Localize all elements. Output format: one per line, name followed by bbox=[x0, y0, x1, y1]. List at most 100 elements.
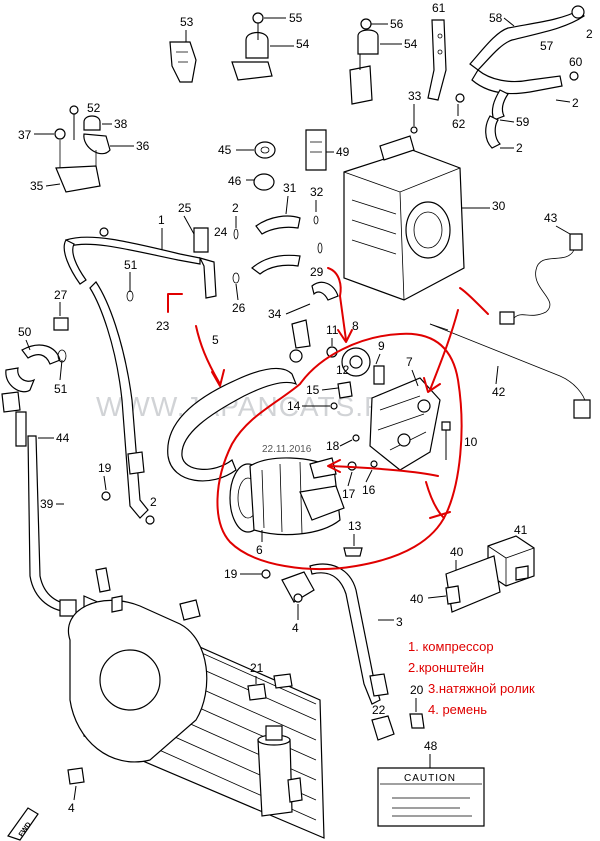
callout-9: 9 bbox=[378, 339, 385, 353]
red-arrow-8 bbox=[327, 267, 353, 343]
callout-55: 55 bbox=[289, 11, 303, 25]
evaporator-case-30 bbox=[343, 135, 465, 301]
callout-49: 49 bbox=[336, 145, 350, 159]
callout-10: 10 bbox=[464, 435, 478, 449]
red-annotation-circle bbox=[216, 332, 463, 570]
grommet-46 bbox=[253, 173, 275, 191]
callout-54a: 54 bbox=[296, 37, 310, 51]
hose-31 bbox=[255, 215, 301, 235]
callout-2c: 2 bbox=[516, 141, 523, 155]
callout-39: 39 bbox=[40, 497, 54, 511]
bracket-35 bbox=[54, 105, 111, 193]
legend-item-1: 1. компрессор bbox=[408, 639, 494, 654]
callout-2a: 2 bbox=[586, 27, 593, 41]
red-arrow-7 bbox=[423, 287, 489, 393]
callout-59: 59 bbox=[516, 115, 530, 129]
callout-18: 18 bbox=[326, 439, 340, 453]
callout-45: 45 bbox=[218, 143, 232, 157]
callout-35: 35 bbox=[30, 179, 44, 193]
bracket-4-compressor bbox=[281, 571, 315, 603]
callout-37: 37 bbox=[18, 128, 32, 142]
grommet-45 bbox=[254, 141, 276, 159]
callout-23: 23 bbox=[156, 319, 170, 333]
red-arrow-5 bbox=[195, 325, 225, 387]
callout-56: 56 bbox=[390, 17, 404, 31]
callout-17: 17 bbox=[342, 487, 356, 501]
pipe-3 bbox=[309, 563, 395, 741]
callout-41: 41 bbox=[514, 523, 528, 537]
callout-11: 11 bbox=[326, 323, 339, 337]
caution-label-48 bbox=[377, 767, 485, 827]
callout-25: 25 bbox=[178, 201, 192, 215]
callout-31: 31 bbox=[283, 181, 297, 195]
callout-2b: 2 bbox=[572, 96, 579, 110]
callout-53: 53 bbox=[180, 15, 194, 29]
pipe-1 bbox=[63, 227, 217, 299]
callout-51b: 51 bbox=[54, 382, 68, 396]
callout-46: 46 bbox=[228, 174, 242, 188]
callout-52: 52 bbox=[87, 101, 101, 115]
legend-item-3: 3.натяжной ролик bbox=[428, 681, 535, 696]
callout-4a: 4 bbox=[292, 621, 299, 635]
callout-54b: 54 bbox=[404, 37, 418, 51]
bracket-53 bbox=[169, 41, 197, 83]
hose-39 bbox=[15, 411, 77, 617]
callout-60: 60 bbox=[569, 55, 583, 69]
legend: 1. компрессор 2.кронштейн 3.натяжной рол… bbox=[408, 636, 535, 720]
callout-29: 29 bbox=[310, 265, 324, 279]
idler-pulley-8 bbox=[341, 347, 371, 377]
callout-40a: 40 bbox=[450, 545, 464, 559]
callout-38: 38 bbox=[114, 117, 128, 131]
red-mark-23 bbox=[167, 293, 183, 313]
bracket-61 bbox=[427, 19, 447, 101]
callout-58: 58 bbox=[489, 11, 503, 25]
callout-34: 34 bbox=[268, 307, 282, 321]
callout-12: 12 bbox=[336, 363, 350, 377]
clamp-54-right bbox=[349, 18, 379, 105]
callout-8: 8 bbox=[352, 319, 359, 333]
callout-44: 44 bbox=[56, 431, 70, 445]
callout-62: 62 bbox=[452, 117, 466, 131]
callout-48: 48 bbox=[424, 739, 438, 753]
callout-6: 6 bbox=[256, 543, 263, 557]
callout-2d: 2 bbox=[232, 201, 239, 215]
callout-2e: 2 bbox=[150, 495, 157, 509]
bracket-7 bbox=[369, 377, 441, 471]
callout-22: 4 bbox=[68, 801, 75, 815]
callout-21: 21 bbox=[250, 661, 264, 675]
harness-43 bbox=[499, 233, 583, 325]
callout-4b: 22 bbox=[372, 703, 386, 717]
callout-57: 57 bbox=[540, 39, 554, 53]
callout-42: 42 bbox=[492, 385, 506, 399]
callout-13: 13 bbox=[348, 519, 362, 533]
callout-32: 32 bbox=[310, 185, 324, 199]
callout-7: 7 bbox=[406, 355, 413, 369]
callout-1a: 1 bbox=[158, 213, 165, 227]
harness-42 bbox=[429, 323, 591, 419]
caution-text: CAUTION bbox=[404, 773, 456, 784]
callout-24: 24 bbox=[214, 225, 228, 239]
callout-33: 33 bbox=[408, 89, 422, 103]
callout-26: 26 bbox=[232, 301, 246, 315]
clamp-54-upper bbox=[231, 12, 273, 81]
callout-27: 27 bbox=[54, 288, 68, 302]
legend-item-4: 4. ремень bbox=[428, 702, 488, 717]
hose-29 bbox=[251, 242, 323, 275]
callout-20: 20 bbox=[410, 683, 424, 697]
legend-item-2: 2.кронштейн bbox=[408, 660, 485, 675]
callout-40b: 40 bbox=[410, 592, 424, 606]
callout-16: 16 bbox=[362, 483, 376, 497]
hose-50 bbox=[1, 344, 61, 413]
callout-5: 5 bbox=[212, 333, 219, 347]
callout-36: 36 bbox=[136, 139, 150, 153]
watermark-text: WWW.JAPANCATS.RU bbox=[96, 391, 407, 422]
callout-19a: 19 bbox=[98, 461, 112, 475]
red-arrow-17 bbox=[327, 459, 451, 519]
callout-51a: 51 bbox=[124, 258, 138, 272]
fwd-arrow-icon: FWD bbox=[7, 807, 39, 841]
callout-15: 15 bbox=[306, 383, 320, 397]
callout-3: 3 bbox=[396, 615, 403, 629]
pipe-2-left bbox=[89, 281, 149, 519]
callout-19b: 19 bbox=[224, 567, 238, 581]
